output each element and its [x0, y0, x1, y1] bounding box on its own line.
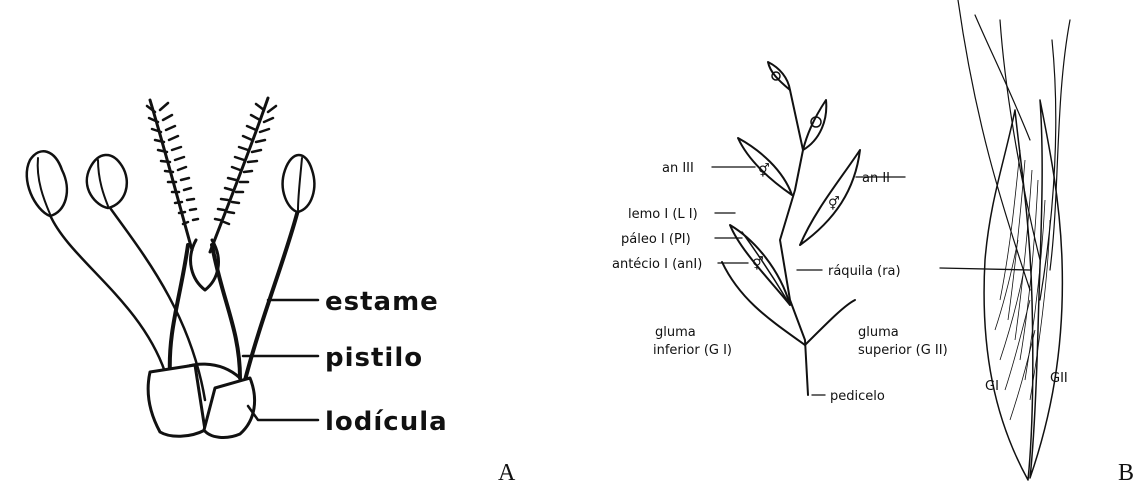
label-an-iii: an III: [662, 161, 694, 176]
label-gluma-inferior-1: gluma: [655, 325, 696, 340]
label-antecio-i: antécio I (anI): [612, 257, 702, 272]
lodicule-left: [148, 365, 205, 436]
label-gii: GII: [1050, 371, 1068, 386]
panel-b-schematic: ⚥ ⚥ ⚥ an III an II lemo I (L I) páleo I …: [612, 62, 1030, 404]
label-raquila: ráquila (ra): [828, 264, 901, 279]
label-paleo-i: páleo I (PI): [621, 232, 691, 247]
label-an-ii: an II: [862, 171, 890, 186]
stigma-left: [147, 100, 198, 250]
label-pedicelo: pedicelo: [830, 389, 885, 404]
glume-superior: [805, 300, 855, 345]
label-lemo-i: lemo I (L I): [628, 207, 698, 222]
stamen-filament-left: [50, 215, 165, 372]
stigma-right: [210, 98, 276, 252]
label-lodicula: lodícula: [325, 407, 448, 437]
label-gluma-superior-2: superior (G II): [858, 343, 948, 358]
label-gluma-inferior-2: inferior (G I): [653, 343, 732, 358]
symbol-floret-i: ⚥: [752, 256, 764, 272]
label-pistilo: pistilo: [325, 343, 423, 373]
anther-mid: [87, 155, 127, 208]
anther-right: [283, 155, 315, 212]
lodicule-right: [204, 378, 255, 437]
label-gi: GI: [985, 379, 999, 394]
panel-tag-a: A: [498, 460, 516, 486]
panel-tag-b: B: [1118, 460, 1134, 486]
anther-left: [27, 151, 67, 216]
label-estame: estame: [325, 287, 439, 317]
pistil-style-right: [212, 245, 240, 378]
panel-a-diagram: estame pistilo lodícula A: [27, 98, 516, 486]
symbol-floret-iii: ⚥: [758, 163, 770, 179]
panel-b-spikelet-drawing: GI GII B: [958, 0, 1134, 486]
symbol-floret-ii: ⚥: [828, 196, 840, 212]
label-gluma-superior-1: gluma: [858, 325, 899, 340]
pistil-style-left: [170, 245, 188, 375]
